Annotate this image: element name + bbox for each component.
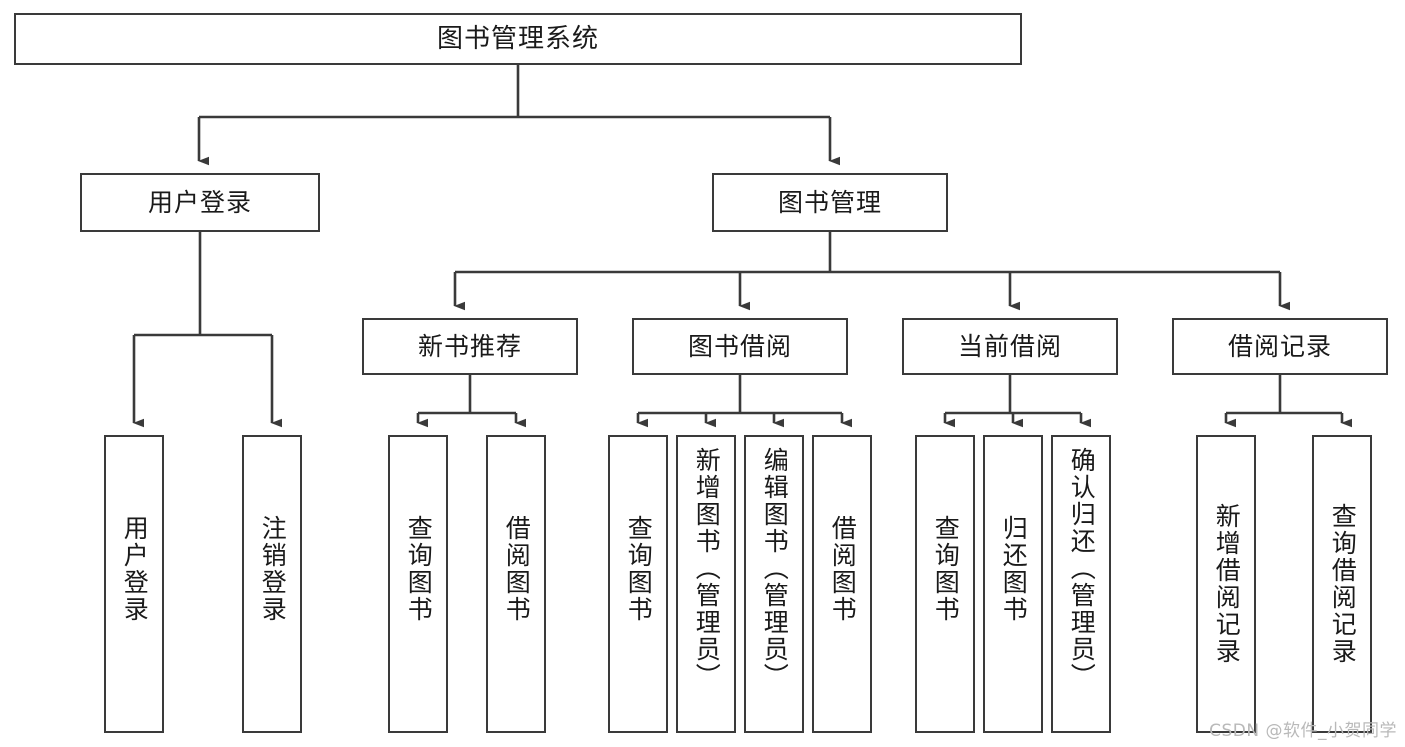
leaf-borrow-edit-book[interactable]: 编辑图书（管理员） xyxy=(744,435,804,733)
leaf-current-confirm-return-label: 确认归还（管理员） xyxy=(1067,447,1097,690)
node-current-borrow[interactable]: 当前借阅 xyxy=(902,318,1118,375)
leaf-newbook-query-book[interactable]: 查询图书 xyxy=(388,435,448,733)
leaf-user-login[interactable]: 用户登录 xyxy=(104,435,164,733)
node-borrow-records[interactable]: 借阅记录 xyxy=(1172,318,1388,375)
leaf-borrow-query-book-label: 查询图书 xyxy=(624,515,654,623)
node-user-login-label: 用户登录 xyxy=(147,187,252,217)
leaf-borrow-query-book[interactable]: 查询图书 xyxy=(608,435,668,733)
leaf-current-query-book[interactable]: 查询图书 xyxy=(915,435,975,733)
leaf-borrow-lend-book-label: 借阅图书 xyxy=(828,515,858,623)
leaf-user-logout[interactable]: 注销登录 xyxy=(242,435,302,733)
leaf-borrow-add-book[interactable]: 新增图书（管理员） xyxy=(676,435,736,733)
node-root-label: 图书管理系统 xyxy=(436,23,599,54)
node-book-manage-label: 图书管理 xyxy=(777,187,882,217)
node-current-borrow-label: 当前借阅 xyxy=(957,331,1062,361)
leaf-records-query-record[interactable]: 查询借阅记录 xyxy=(1312,435,1372,733)
csdn-watermark: CSDN @软件_小贺同学 xyxy=(1209,721,1397,741)
node-new-book-recommend[interactable]: 新书推荐 xyxy=(362,318,578,375)
node-borrow-records-label: 借阅记录 xyxy=(1227,331,1332,361)
node-new-book-recommend-label: 新书推荐 xyxy=(417,331,522,361)
leaf-newbook-query-book-label: 查询图书 xyxy=(404,515,434,623)
node-book-borrow-label: 图书借阅 xyxy=(687,331,792,361)
leaf-records-add-record-label: 新增借阅记录 xyxy=(1212,503,1242,665)
leaf-user-logout-label: 注销登录 xyxy=(258,515,288,623)
leaf-records-add-record[interactable]: 新增借阅记录 xyxy=(1196,435,1256,733)
leaf-records-query-record-label: 查询借阅记录 xyxy=(1328,503,1358,665)
leaf-newbook-borrow-book[interactable]: 借阅图书 xyxy=(486,435,546,733)
leaf-borrow-edit-book-label: 编辑图书（管理员） xyxy=(760,447,790,690)
leaf-current-return-book-label: 归还图书 xyxy=(999,515,1029,623)
leaf-borrow-add-book-label: 新增图书（管理员） xyxy=(692,447,722,690)
node-root[interactable]: 图书管理系统 xyxy=(14,13,1022,65)
leaf-user-login-label: 用户登录 xyxy=(120,515,150,623)
leaf-current-return-book[interactable]: 归还图书 xyxy=(983,435,1043,733)
leaf-borrow-lend-book[interactable]: 借阅图书 xyxy=(812,435,872,733)
leaf-current-confirm-return[interactable]: 确认归还（管理员） xyxy=(1051,435,1111,733)
node-book-borrow[interactable]: 图书借阅 xyxy=(632,318,848,375)
node-user-login[interactable]: 用户登录 xyxy=(80,173,320,232)
node-book-manage[interactable]: 图书管理 xyxy=(712,173,948,232)
leaf-current-query-book-label: 查询图书 xyxy=(931,515,961,623)
leaf-newbook-borrow-book-label: 借阅图书 xyxy=(502,515,532,623)
